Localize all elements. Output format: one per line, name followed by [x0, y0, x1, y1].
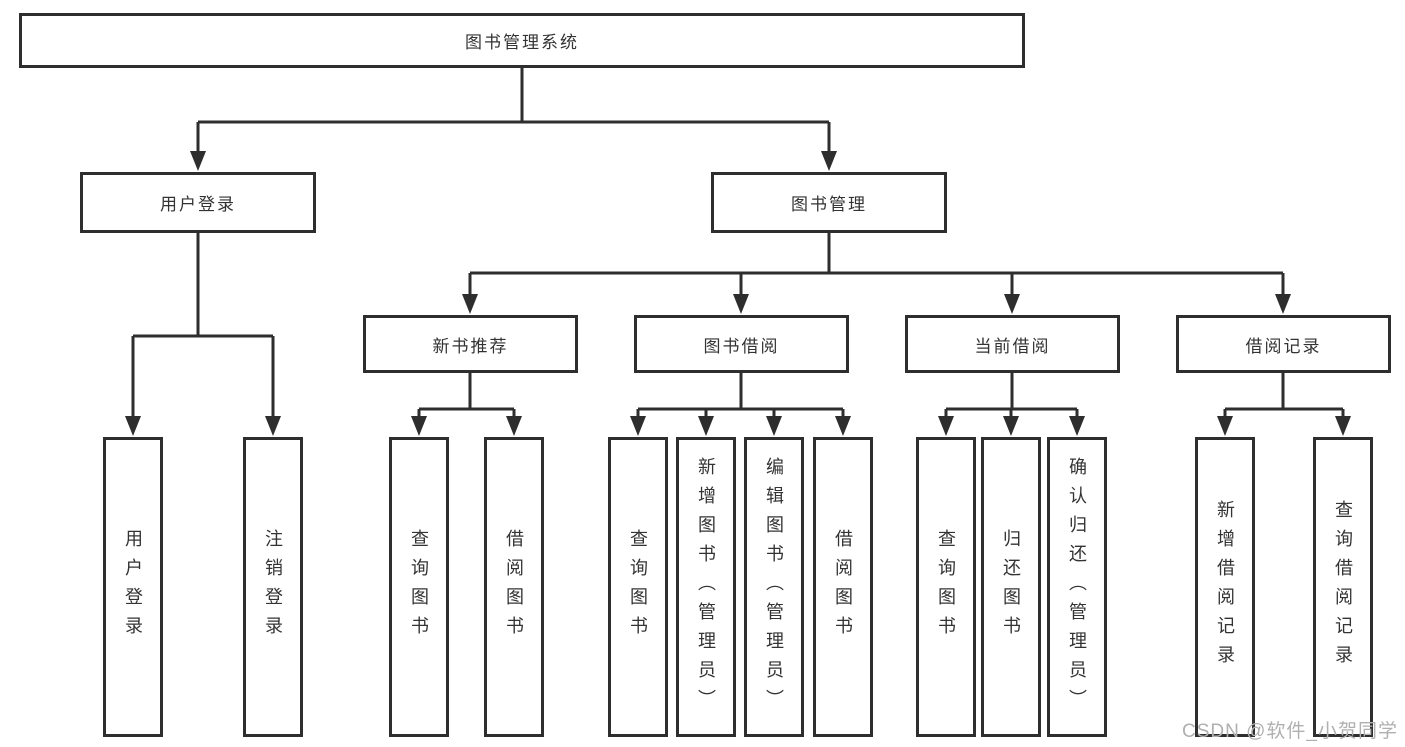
leaf-label: 新增借阅记录: [1215, 500, 1235, 674]
leaf-label: 查询借阅记录: [1333, 500, 1353, 674]
leaf-query-book-1: 查询图书: [389, 437, 449, 737]
leaf-confirm-return-admin: 确认归还（管理员）: [1047, 437, 1107, 737]
connector-new-book-children: [411, 373, 522, 436]
leaf-label: 查询图书: [936, 529, 956, 645]
leaf-edit-book-admin: 编辑图书（管理员）: [744, 437, 804, 737]
leaf-label: 确认归还（管理员）: [1067, 456, 1087, 718]
leaf-label: 查询图书: [409, 529, 429, 645]
csdn-watermark: CSDN @软件_小贺同学: [1182, 721, 1398, 742]
node-label: 图书借阅: [703, 336, 780, 356]
connector-root-to-level2: [190, 68, 837, 171]
node-book-borrow: 图书借阅: [634, 315, 849, 373]
leaf-user-login: 用户登录: [103, 437, 163, 737]
leaf-query-book-2: 查询图书: [608, 437, 668, 737]
leaf-label: 用户登录: [123, 529, 143, 645]
node-borrow-record: 借阅记录: [1176, 315, 1391, 373]
leaf-borrow-book-1: 借阅图书: [484, 437, 544, 737]
connector-borrow-record-children: [1217, 373, 1351, 436]
connector-current-borrow-children: [938, 373, 1085, 436]
node-label: 借阅记录: [1245, 336, 1322, 356]
node-current-borrow: 当前借阅: [905, 315, 1120, 373]
connector-user-login-children: [125, 233, 281, 436]
leaf-logout: 注销登录: [243, 437, 303, 737]
node-user-login: 用户登录: [80, 172, 316, 233]
leaf-label: 新增图书（管理员）: [696, 456, 716, 718]
leaf-label: 归还图书: [1001, 529, 1021, 645]
leaf-borrow-book-2: 借阅图书: [813, 437, 873, 737]
leaf-add-book-admin: 新增图书（管理员）: [676, 437, 736, 737]
node-book-mgmt: 图书管理: [711, 172, 947, 233]
leaf-label: 查询图书: [628, 529, 648, 645]
node-label: 当前借阅: [974, 336, 1051, 356]
node-label: 用户登录: [160, 195, 236, 214]
node-root: 图书管理系统: [19, 13, 1025, 68]
leaf-query-book-3: 查询图书: [916, 437, 976, 737]
leaf-label: 注销登录: [263, 529, 283, 645]
node-label: 新书推荐: [432, 336, 509, 356]
leaf-label: 借阅图书: [504, 529, 524, 645]
leaf-query-borrow-record: 查询借阅记录: [1313, 437, 1373, 737]
leaf-return-book: 归还图书: [981, 437, 1041, 737]
leaf-label: 编辑图书（管理员）: [764, 456, 784, 718]
connector-book-mgmt-to-level3: [462, 233, 1291, 314]
node-root-label: 图书管理系统: [465, 33, 579, 52]
node-new-book-recommend: 新书推荐: [363, 315, 578, 373]
leaf-add-borrow-record: 新增借阅记录: [1195, 437, 1255, 737]
node-label: 图书管理: [791, 195, 867, 214]
leaf-label: 借阅图书: [833, 529, 853, 645]
connector-borrow-children: [630, 373, 851, 436]
